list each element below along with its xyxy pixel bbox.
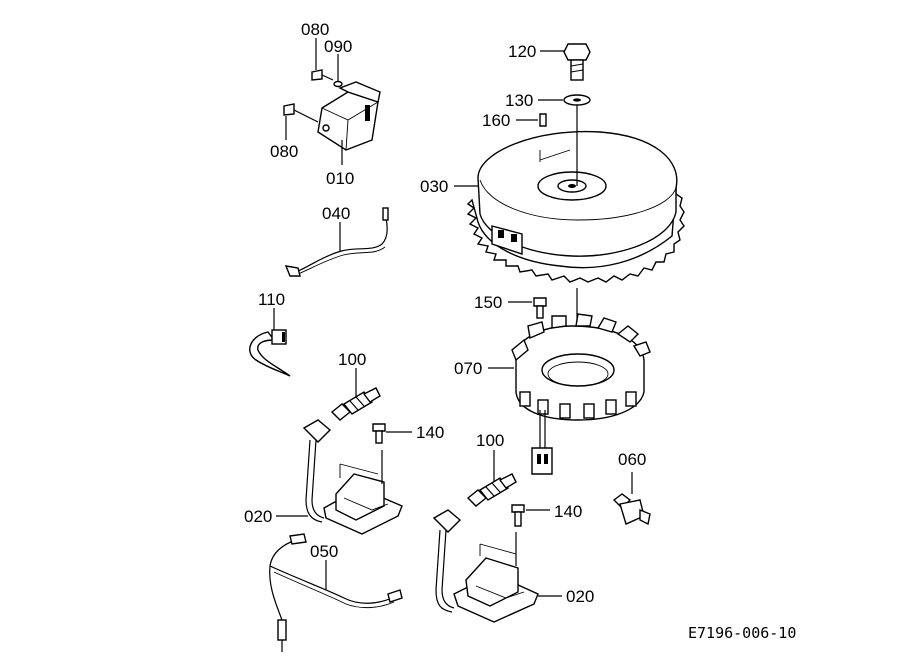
callout-020-right: 020 xyxy=(566,587,594,606)
callout-030: 030 xyxy=(420,177,448,196)
callout-090: 090 xyxy=(324,37,352,56)
callout-040: 040 xyxy=(322,204,350,223)
sensor-060-part xyxy=(612,472,651,526)
spark-plug-100-left-part xyxy=(330,387,381,421)
callout-130: 130 xyxy=(505,91,533,110)
callout-080-left: 080 xyxy=(270,142,298,161)
stator-070-part xyxy=(511,313,651,475)
wire-clamp-110-part xyxy=(249,329,291,377)
callout-010: 010 xyxy=(326,169,354,188)
callout-080-top: 080 xyxy=(301,20,329,39)
callout-140-left: 140 xyxy=(416,423,444,442)
diagram-reference-code: E7196-006-10 xyxy=(688,624,796,642)
ground-wire-040-part xyxy=(284,207,389,277)
ignition-coil-020-right-part xyxy=(432,509,539,623)
callout-100-right: 100 xyxy=(476,431,504,450)
flywheel-bolt-120-part xyxy=(563,43,591,81)
callout-060: 060 xyxy=(618,450,646,469)
callout-020-left: 020 xyxy=(244,507,272,526)
key-160-part xyxy=(539,113,547,127)
regulator-module-part xyxy=(317,81,381,151)
flywheel-030-part xyxy=(466,130,685,283)
screw-080-left-part xyxy=(283,103,319,123)
ignition-coil-020-left-part xyxy=(302,419,403,535)
callout-070: 070 xyxy=(454,359,482,378)
bolt-150-part xyxy=(533,297,547,319)
bolt-140-left-part xyxy=(372,423,386,444)
callout-110: 110 xyxy=(258,290,285,309)
wire-harness-050-part xyxy=(269,533,403,652)
callout-100-left: 100 xyxy=(338,350,366,369)
callout-150: 150 xyxy=(474,293,502,312)
callout-160: 160 xyxy=(482,111,510,130)
callout-120: 120 xyxy=(508,42,536,61)
screw-080-top-part xyxy=(311,69,334,81)
callout-050: 050 xyxy=(310,542,338,561)
callout-140-right: 140 xyxy=(554,502,582,521)
washer-130-part xyxy=(563,94,591,106)
spark-plug-100-right-part xyxy=(466,473,517,507)
bolt-140-right-part xyxy=(511,504,525,527)
washer-090-part xyxy=(333,80,343,88)
